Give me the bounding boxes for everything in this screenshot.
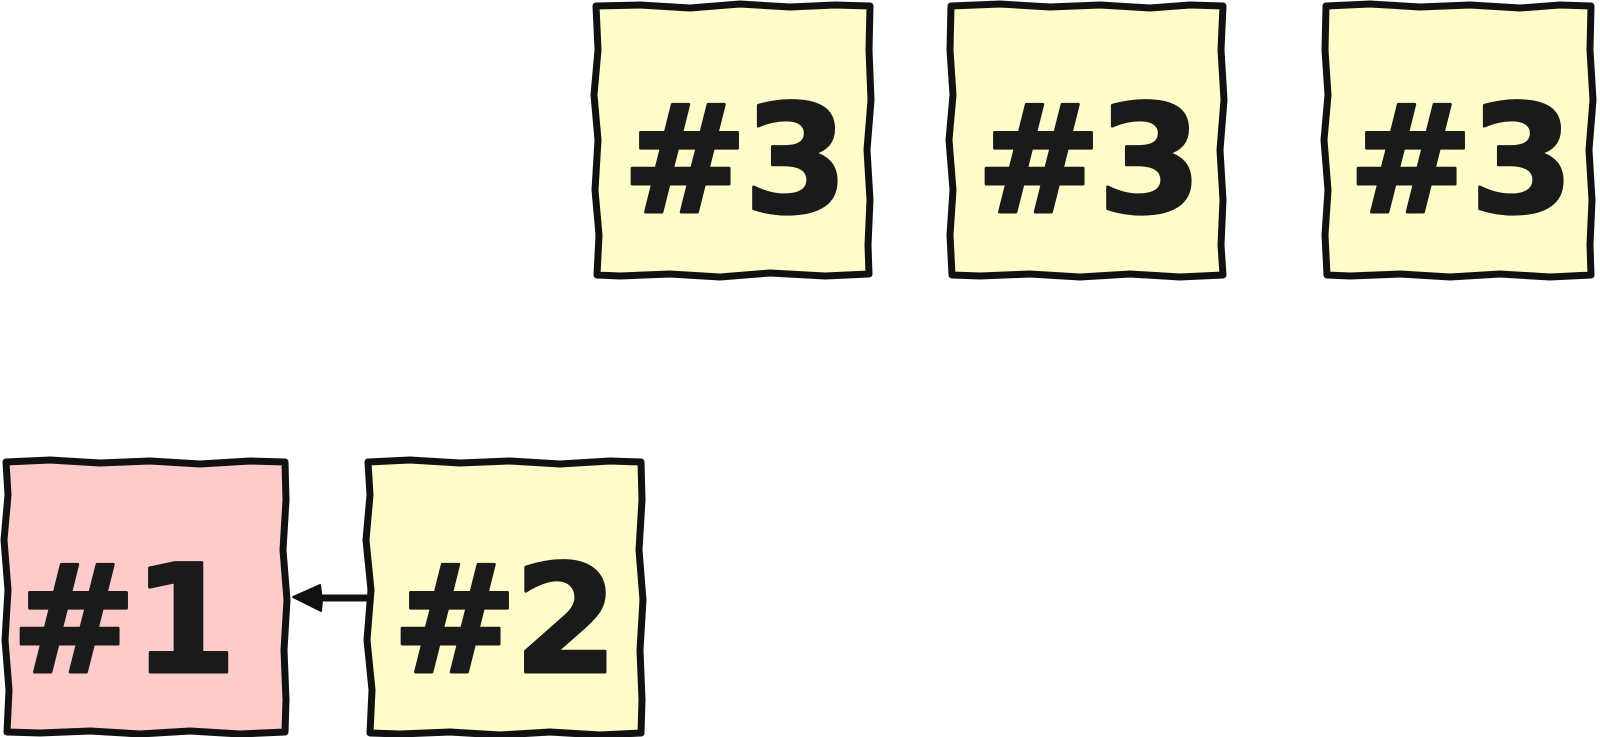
- card-3b-label: #3: [976, 74, 1198, 248]
- card-1[interactable]: #1: [0, 456, 291, 737]
- card-3c-label: #3: [1348, 74, 1570, 248]
- card-2-box: [362, 456, 647, 737]
- connector-arrow[interactable]: [292, 584, 370, 612]
- card-3a-label: #3: [622, 74, 844, 248]
- card-3a[interactable]: #3: [590, 0, 875, 281]
- arrow-head-icon: [292, 584, 323, 612]
- card-1-box: [0, 456, 291, 737]
- card-3b[interactable]: #3: [945, 0, 1228, 281]
- card-1-label: #1: [11, 534, 233, 708]
- card-3c[interactable]: #3: [1320, 0, 1597, 281]
- card-2[interactable]: #2: [362, 456, 647, 737]
- card-3b-box: [945, 0, 1228, 281]
- card-2-label: #2: [392, 534, 614, 708]
- card-3a-box: [590, 0, 875, 281]
- card-3c-box: [1320, 0, 1597, 281]
